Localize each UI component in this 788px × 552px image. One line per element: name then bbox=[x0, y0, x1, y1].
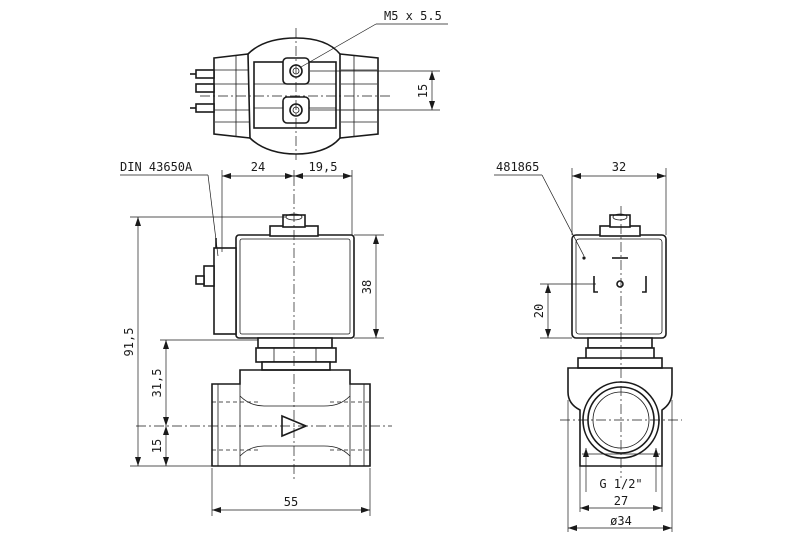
thread-callout-label: M5 x 5.5 bbox=[384, 9, 442, 23]
connector-standard-label: DIN 43650A bbox=[120, 160, 193, 174]
dim-top-hole-spacing: 15 bbox=[416, 84, 430, 98]
front-view bbox=[120, 170, 392, 516]
side-view bbox=[494, 168, 682, 532]
dim-body-diameter: ø34 bbox=[610, 514, 632, 528]
pipe-thread-label: G 1/2" bbox=[599, 477, 642, 491]
dim-coil-height: 38 bbox=[360, 280, 374, 294]
dim-flat-width: 27 bbox=[614, 494, 628, 508]
dim-coil-right-width: 19,5 bbox=[309, 160, 338, 174]
dim-body-height: 31,5 bbox=[150, 369, 164, 398]
dim-overall-height: 91,5 bbox=[122, 328, 136, 357]
dim-connector-width: 32 bbox=[612, 160, 626, 174]
dim-body-length: 55 bbox=[284, 495, 298, 509]
dim-connector-offset: 20 bbox=[532, 304, 546, 318]
dim-port-center-height: 15 bbox=[150, 439, 164, 453]
connector-part-number-label: 481865 bbox=[496, 160, 539, 174]
dim-coil-left-width: 24 bbox=[251, 160, 265, 174]
top-view bbox=[190, 23, 448, 160]
